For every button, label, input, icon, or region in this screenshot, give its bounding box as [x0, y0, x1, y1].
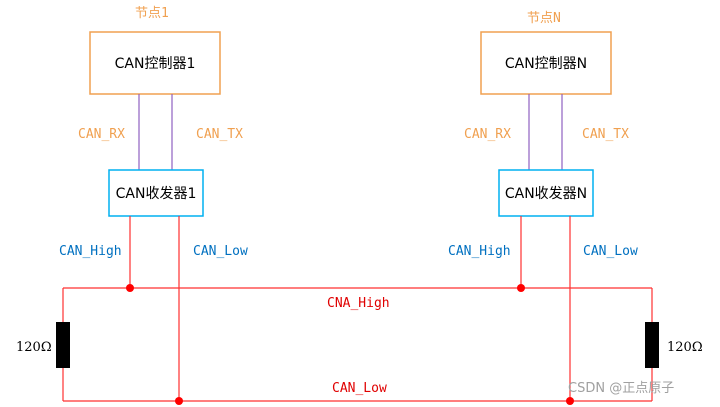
node-1: 节点1 CAN控制器1 CAN_RX CAN_TX CAN收发器1 CAN_Hi…	[59, 6, 248, 405]
resistor-right: 120Ω	[645, 322, 703, 368]
high-label-n: CAN_High	[448, 244, 511, 259]
low-label-n: CAN_Low	[583, 244, 638, 259]
bus-high-label: CNA_High	[327, 296, 390, 311]
transceiver-1-box	[108, 169, 204, 217]
resistor-left: 120Ω	[16, 322, 70, 368]
resistor-right-label: 120Ω	[667, 340, 703, 355]
transceiver-n-label: CAN收发器N	[505, 186, 587, 202]
high-label-1: CAN_High	[59, 244, 122, 259]
resistor-right-body	[645, 322, 659, 368]
junction-low-n	[566, 397, 574, 405]
transceiver-1-label: CAN收发器1	[116, 186, 197, 202]
controller-n-box	[480, 31, 612, 95]
bus-low-label: CAN_Low	[332, 381, 387, 396]
watermark: CSDN @正点原子	[568, 381, 674, 396]
rx-label-n: CAN_RX	[464, 127, 511, 142]
resistor-left-label: 120Ω	[16, 340, 52, 355]
node-n-label: 节点N	[527, 11, 561, 26]
rx-label-1: CAN_RX	[78, 127, 125, 142]
junction-high-1	[126, 284, 134, 292]
node-n: 节点N CAN控制器N CAN_RX CAN_TX CAN收发器N CAN_Hi…	[448, 11, 638, 405]
tx-label-1: CAN_TX	[196, 127, 243, 142]
controller-1-label: CAN控制器1	[115, 56, 196, 72]
bus-wires: CNA_High CAN_Low	[62, 287, 653, 402]
controller-1-box	[89, 31, 221, 95]
junction-high-n	[517, 284, 525, 292]
tx-label-n: CAN_TX	[582, 127, 629, 142]
low-label-1: CAN_Low	[193, 244, 248, 259]
transceiver-n-box	[498, 169, 594, 217]
resistor-left-body	[56, 322, 70, 368]
junction-low-1	[175, 397, 183, 405]
node-1-label: 节点1	[135, 6, 169, 21]
controller-n-label: CAN控制器N	[505, 56, 587, 72]
